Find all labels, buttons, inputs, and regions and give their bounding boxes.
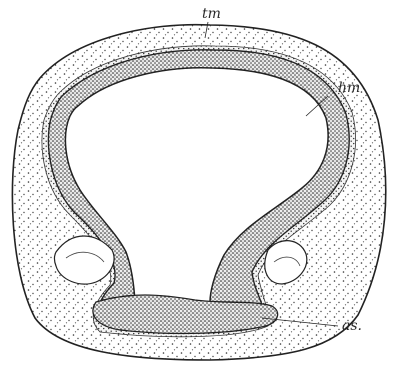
label-as: as. [342, 318, 362, 334]
left-lateral-cavity [55, 236, 115, 284]
label-hm: hm [338, 80, 360, 96]
label-tm: tm [202, 6, 221, 22]
